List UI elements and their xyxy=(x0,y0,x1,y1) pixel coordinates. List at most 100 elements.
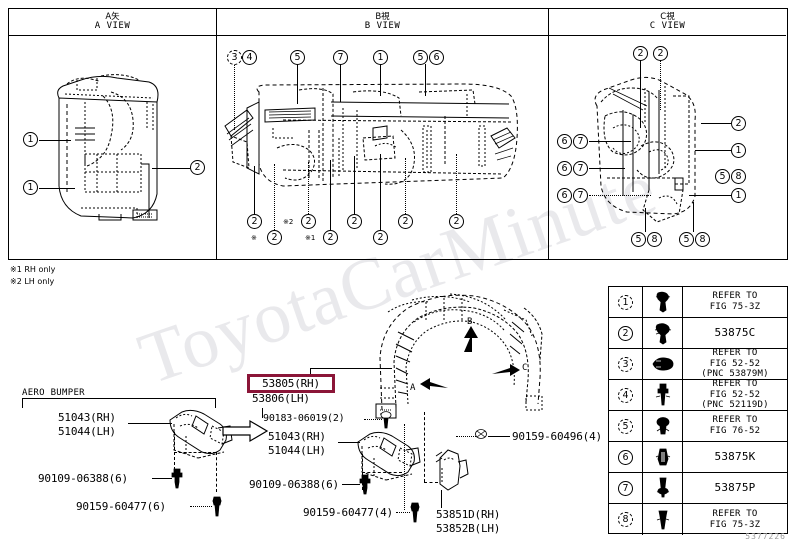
panel-b-view: B視 B VIEW xyxy=(216,9,549,259)
panel-c-callout-8-bottom-right[interactable]: 8 xyxy=(695,232,710,247)
panel-b-callout-2-3[interactable]: 2 xyxy=(301,214,316,229)
panel-b-callout-4[interactable]: 4 xyxy=(242,50,257,65)
legend-text-line: FIG 52-52 xyxy=(709,389,761,400)
legend-callout-5[interactable]: 5 xyxy=(618,418,633,434)
left-screw-leader xyxy=(152,478,172,480)
center-arm-artwork xyxy=(357,431,421,481)
right-bolt-leader xyxy=(488,436,510,438)
panel-c-callout-8-right[interactable]: 8 xyxy=(731,169,746,184)
center-screw-icon xyxy=(359,474,371,495)
panel-c-callout-2-right[interactable]: 2 xyxy=(731,116,746,131)
panel-c-artwork xyxy=(594,76,696,223)
panel-c-callout-2-top-right[interactable]: 2 xyxy=(653,46,668,61)
center-bolt-leader xyxy=(396,512,410,513)
panel-a-title-en: A VIEW xyxy=(94,20,131,31)
panel-c-callout-7-row2[interactable]: 7 xyxy=(573,161,588,176)
panel-b-lead-b4 xyxy=(330,160,332,230)
legend-row: 8 REFER TO FIG 75-3Z xyxy=(609,504,787,535)
highlight-part-box[interactable]: 53805(RH) xyxy=(247,374,335,393)
legend-text-line: FIG 75-3Z xyxy=(709,302,761,312)
legend-callout-6[interactable]: 6 xyxy=(618,449,633,465)
panel-b-callout-2-6[interactable]: 2 xyxy=(373,230,388,245)
panel-b-callout-5-left[interactable]: 5 xyxy=(290,50,305,65)
legend-row: 3 REFER TO FIG 52-52 (PNC 53879M) xyxy=(609,348,787,380)
legend-number-cell: 3 xyxy=(609,349,643,379)
panel-b-callout-2-5[interactable]: 2 xyxy=(347,214,362,229)
legend-text-line: (PNC 52119D) xyxy=(701,400,769,411)
panel-a-callout-2[interactable]: 2 xyxy=(190,160,205,175)
legend-text-line: REFER TO xyxy=(712,379,758,390)
center-bolt-top-leader xyxy=(364,419,382,420)
legend-callout-7[interactable]: 7 xyxy=(618,480,633,496)
panel-c-callout-1-right-lower[interactable]: 1 xyxy=(731,188,746,203)
panel-c-view: C視 C VIEW xyxy=(549,9,786,259)
legend-text-cell: 53875C xyxy=(683,318,787,348)
legend-callout-8[interactable]: 8 xyxy=(618,512,633,527)
panel-b-lead-56 xyxy=(425,64,427,96)
panel-c-callout-6-row2[interactable]: 6 xyxy=(557,161,572,176)
panel-b-callout-2-7[interactable]: 2 xyxy=(398,214,413,229)
panel-b-lead-1 xyxy=(380,64,382,96)
right-bracket-artwork xyxy=(435,449,469,491)
panel-b-lead-b5 xyxy=(354,156,356,214)
panel-c-lead-67c xyxy=(589,195,651,196)
panel-c-header: C視 C VIEW xyxy=(549,9,786,36)
panel-b-callout-2-4[interactable]: 2 xyxy=(323,230,338,245)
panel-b-callout-7[interactable]: 7 xyxy=(333,50,348,65)
panel-b-lead-b6 xyxy=(380,154,382,230)
panel-a-callout-1-upper[interactable]: 1 xyxy=(23,132,38,147)
panel-c-lead-2a xyxy=(640,60,642,128)
panel-c-callout-1-right-upper[interactable]: 1 xyxy=(731,143,746,158)
panel-b-callout-6[interactable]: 6 xyxy=(429,50,444,65)
panel-c-callout-5-bottom-left[interactable]: 5 xyxy=(631,232,646,247)
left-bolt-dash-v xyxy=(216,452,217,492)
panel-a-lead-1a xyxy=(39,140,71,142)
legend-text-line: REFER TO xyxy=(712,291,758,302)
legend-callout-4[interactable]: 4 xyxy=(618,387,633,403)
center-bolt-top-tick xyxy=(262,408,264,418)
panel-b-body: 3 4 5 7 1 5 6 2 ※ 2 ※2 2 xyxy=(217,36,548,259)
highlight-part-number: 53805(RH) xyxy=(262,377,320,390)
legend-number-cell: 2 xyxy=(609,318,643,348)
panel-c-callout-6-row1[interactable]: 6 xyxy=(557,134,572,149)
right-bolt-dotted-leader xyxy=(456,436,478,437)
panel-c-callout-2-top-left[interactable]: 2 xyxy=(633,46,648,61)
panel-c-callout-6-row3[interactable]: 6 xyxy=(557,188,572,203)
legend-callout-1[interactable]: 1 xyxy=(618,294,633,310)
note-lh-only: ※2 LH only xyxy=(10,277,55,286)
panel-b-lead-5a xyxy=(297,64,299,104)
panel-b-callout-1[interactable]: 1 xyxy=(373,50,388,65)
panel-a-lead-1b xyxy=(39,188,75,190)
center-arm-leader xyxy=(338,442,360,444)
center-bolt-top-icon xyxy=(380,411,392,429)
panel-c-callout-8-bottom-left[interactable]: 8 xyxy=(647,232,662,247)
panel-c-lead-1b xyxy=(689,195,731,197)
panel-b-mark-star2: ※2 xyxy=(283,218,294,226)
right-bolt-icon xyxy=(475,429,487,439)
left-bolt-label: 90159-60477(6) xyxy=(76,500,166,513)
legend-row: 2 53875C xyxy=(609,318,787,349)
panel-b-title-en: B VIEW xyxy=(364,20,401,31)
panel-b-callout-2-1[interactable]: 2 xyxy=(247,214,262,229)
fender-liner-artwork: B C A xyxy=(375,293,543,419)
panel-a-title-jp: A矢 xyxy=(105,12,120,23)
panel-c-callout-7-row3[interactable]: 7 xyxy=(573,188,588,203)
legend-callout-3[interactable]: 3 xyxy=(618,356,633,372)
footnotes: ※1 RH only ※2 LH only xyxy=(10,264,55,288)
panel-c-callout-5-bottom-right[interactable]: 5 xyxy=(679,232,694,247)
screw-icon xyxy=(643,473,683,503)
panel-b-callout-2-2[interactable]: 2 xyxy=(267,230,282,245)
panel-c-callout-5-right[interactable]: 5 xyxy=(715,169,730,184)
aero-bumper-label: AERO BUMPER xyxy=(22,388,85,398)
panel-c-callout-7-row1[interactable]: 7 xyxy=(573,134,588,149)
left-screw-icon xyxy=(171,468,183,489)
panel-b-callout-3[interactable]: 3 xyxy=(227,50,242,65)
panel-c-title-en: C VIEW xyxy=(649,20,686,31)
panel-b-callout-5-right[interactable]: 5 xyxy=(413,50,428,65)
left-arm-leader xyxy=(128,423,172,425)
bolt-icon xyxy=(643,504,683,535)
panel-b-callout-2-8[interactable]: 2 xyxy=(449,214,464,229)
panel-a-callout-1-lower[interactable]: 1 xyxy=(23,180,38,195)
legend-callout-2[interactable]: 2 xyxy=(618,325,633,341)
